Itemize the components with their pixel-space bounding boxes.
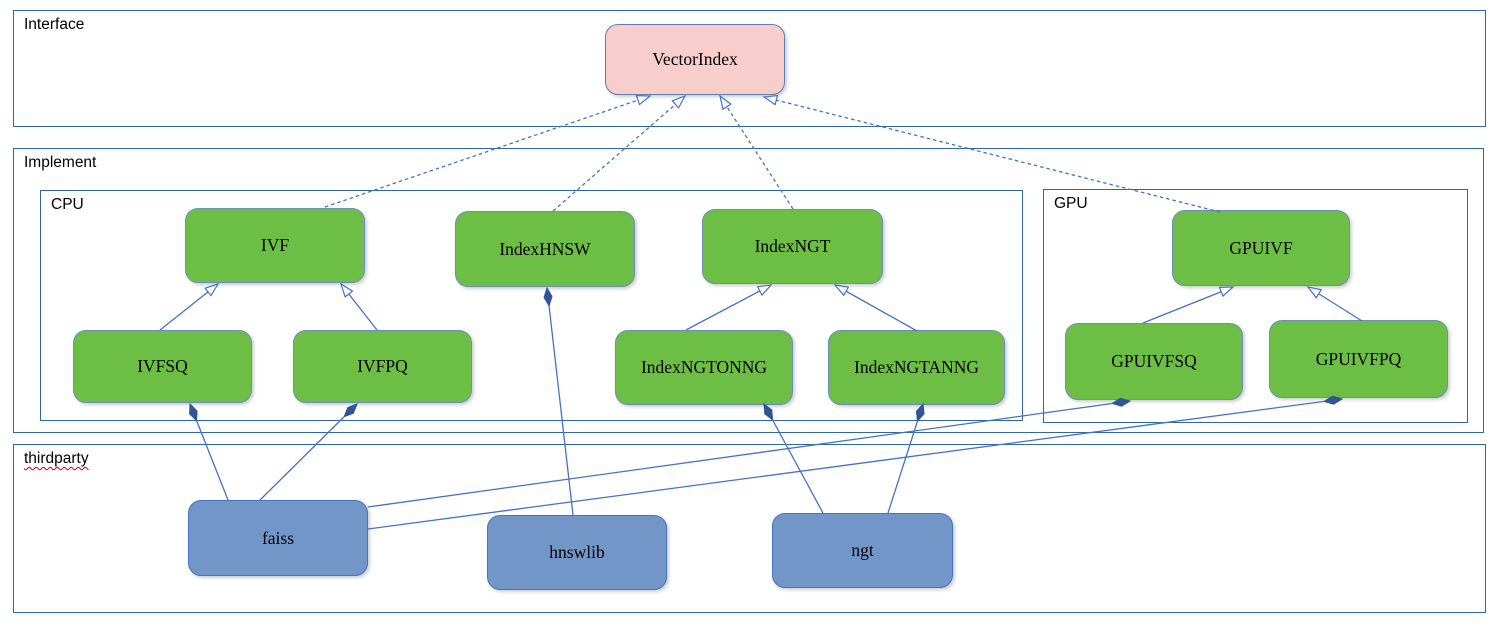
node-gpuivfpq[interactable]: GPUIVFPQ	[1269, 320, 1448, 398]
node-indexhnsw[interactable]: IndexHNSW	[455, 211, 635, 287]
node-indexngt[interactable]: IndexNGT	[702, 209, 883, 284]
container-interface-label: Interface	[24, 16, 85, 33]
node-gpuivf-label: GPUIVF	[1229, 237, 1293, 258]
container-implement-label: Implement	[24, 154, 97, 171]
node-gpuivfsq-label: GPUIVFSQ	[1111, 351, 1197, 371]
node-vectorindex[interactable]: VectorIndex	[605, 24, 785, 95]
node-gpuivfsq[interactable]: GPUIVFSQ	[1065, 323, 1243, 400]
node-ngt-label: ngt	[851, 540, 874, 560]
node-indexhnsw-label: IndexHNSW	[499, 238, 591, 259]
node-ivf-label: IVF	[260, 235, 290, 255]
node-indexngtonng-label: IndexNGTONNG	[640, 357, 768, 377]
node-hnswlib-label: hnswlib	[549, 542, 605, 562]
node-ivf[interactable]: IVF	[185, 208, 365, 283]
container-cpu-label: CPU	[51, 196, 84, 213]
node-ngt[interactable]: ngt	[772, 513, 953, 588]
node-indexngtanng[interactable]: IndexNGTANNG	[828, 330, 1005, 405]
node-indexngtonng[interactable]: IndexNGTONNG	[615, 330, 793, 405]
node-ivfsq-label: IVFSQ	[137, 356, 188, 376]
node-indexngt-label: IndexNGT	[754, 236, 831, 256]
node-gpuivfpq-label: GPUIVFPQ	[1315, 348, 1402, 369]
node-vectorindex-label: VectorIndex	[652, 49, 738, 69]
node-indexngtanng-label: IndexNGTANNG	[854, 357, 979, 377]
node-ivfsq[interactable]: IVFSQ	[73, 330, 252, 403]
node-hnswlib[interactable]: hnswlib	[487, 515, 667, 590]
container-gpu-label: GPU	[1054, 195, 1088, 212]
node-gpuivf[interactable]: GPUIVF	[1172, 210, 1350, 286]
node-faiss[interactable]: faiss	[188, 500, 368, 576]
container-thirdparty-label: thirdparty	[24, 450, 89, 467]
node-ivfpq-label: IVFPQ	[357, 356, 408, 376]
node-ivfpq[interactable]: IVFPQ	[293, 330, 472, 403]
node-faiss-label: faiss	[261, 527, 295, 548]
